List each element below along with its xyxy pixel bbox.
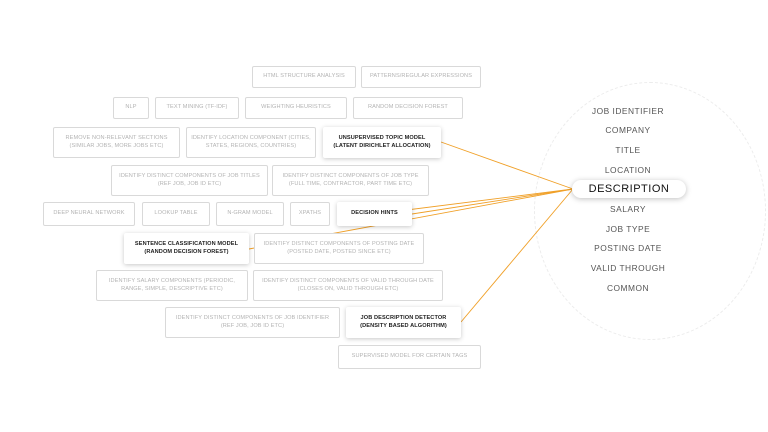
technique-job-type: IDENTIFY DISTINCT COMPONENTS OF JOB TYPE…	[272, 165, 429, 196]
technique-location-component: IDENTIFY LOCATION COMPONENT (CITIES, STA…	[186, 127, 316, 158]
technique-label: IDENTIFY SALARY COMPONENTS (PERIODIC, RA…	[108, 278, 236, 292]
technique-weighting: WEIGHTING HEURISTICS	[245, 97, 347, 119]
field-company[interactable]: COMPANY	[605, 125, 651, 135]
field-title[interactable]: TITLE	[615, 145, 641, 155]
technique-label: NLP	[125, 104, 137, 111]
technique-topic-model: UNSUPERVISED TOPIC MODEL (LATENT DIRICHL…	[323, 127, 441, 158]
technique-label: DECISION HINTS	[351, 210, 398, 217]
field-posting-date[interactable]: POSTING DATE	[594, 243, 662, 253]
technique-label: IDENTIFY DISTINCT COMPONENTS OF JOB TYPE…	[282, 173, 419, 187]
connector-line	[440, 141, 574, 190]
technique-label: IDENTIFY LOCATION COMPONENT (CITIES, STA…	[191, 135, 311, 149]
technique-xpaths: XPATHS	[290, 202, 330, 226]
technique-label: IDENTIFY DISTINCT COMPONENTS OF POSTING …	[263, 241, 415, 255]
technique-label: SENTENCE CLASSIFICATION MODEL (RANDOM DE…	[134, 241, 239, 255]
technique-description-detector: JOB DESCRIPTION DETECTOR (DENSITY BASED …	[346, 307, 461, 338]
connector-line	[411, 188, 574, 215]
technique-html-structure: HTML STRUCTURE ANALYSIS	[252, 66, 356, 88]
technique-label: IDENTIFY DISTINCT COMPONENTS OF JOB TITL…	[119, 173, 260, 187]
technique-job-titles: IDENTIFY DISTINCT COMPONENTS OF JOB TITL…	[111, 165, 268, 196]
field-description[interactable]: DESCRIPTION	[572, 180, 686, 198]
technique-label: HTML STRUCTURE ANALYSIS	[263, 73, 345, 80]
technique-label: N-GRAM MODEL	[227, 210, 273, 217]
technique-valid-through: IDENTIFY DISTINCT COMPONENTS OF VALID TH…	[253, 270, 443, 301]
technique-label: TEXT MINING (TF-IDF)	[166, 104, 228, 111]
technique-ngram: N-GRAM MODEL	[216, 202, 284, 226]
technique-deep-nn: DEEP NEURAL NETWORK	[43, 202, 135, 226]
field-valid-through[interactable]: VALID THROUGH	[590, 263, 666, 273]
technique-job-identifier: IDENTIFY DISTINCT COMPONENTS OF JOB IDEN…	[165, 307, 340, 338]
technique-patterns: PATTERNS/REGULAR EXPRESSIONS	[361, 66, 481, 88]
technique-label: REMOVE NON-RELEVANT SECTIONS (SIMILAR JO…	[65, 135, 168, 149]
technique-label: SUPERVISED MODEL FOR CERTAIN TAGS	[351, 353, 468, 360]
technique-posting-date: IDENTIFY DISTINCT COMPONENTS OF POSTING …	[254, 233, 424, 264]
field-salary[interactable]: SALARY	[610, 204, 646, 214]
fields-ring	[534, 82, 766, 340]
technique-text-mining: TEXT MINING (TF-IDF)	[155, 97, 239, 119]
technique-random-forest: RANDOM DECISION FOREST	[353, 97, 463, 119]
field-location[interactable]: LOCATION	[604, 165, 652, 175]
technique-label: LOOKUP TABLE	[154, 210, 198, 217]
technique-remove-sections: REMOVE NON-RELEVANT SECTIONS (SIMILAR JO…	[53, 127, 180, 158]
technique-sentence-classification: SENTENCE CLASSIFICATION MODEL (RANDOM DE…	[124, 233, 249, 264]
technique-salary-components: IDENTIFY SALARY COMPONENTS (PERIODIC, RA…	[96, 270, 248, 301]
connector-line	[460, 188, 574, 323]
field-job-identifier[interactable]: JOB IDENTIFIER	[591, 106, 665, 116]
technique-decision-hints: DECISION HINTS	[337, 202, 412, 226]
technique-nlp: NLP	[113, 97, 149, 119]
technique-label: IDENTIFY DISTINCT COMPONENTS OF JOB IDEN…	[175, 315, 330, 329]
technique-supervised-model: SUPERVISED MODEL FOR CERTAIN TAGS	[338, 345, 481, 369]
technique-lookup: LOOKUP TABLE	[142, 202, 210, 226]
technique-label: IDENTIFY DISTINCT COMPONENTS OF VALID TH…	[262, 278, 434, 292]
technique-label: JOB DESCRIPTION DETECTOR (DENSITY BASED …	[360, 315, 447, 329]
technique-label: PATTERNS/REGULAR EXPRESSIONS	[369, 73, 473, 80]
technique-label: WEIGHTING HEURISTICS	[261, 104, 331, 111]
technique-label: XPATHS	[298, 210, 322, 217]
technique-label: UNSUPERVISED TOPIC MODEL (LATENT DIRICHL…	[333, 135, 431, 149]
field-common[interactable]: COMMON	[606, 283, 650, 293]
technique-label: RANDOM DECISION FOREST	[368, 104, 448, 111]
technique-label: DEEP NEURAL NETWORK	[53, 210, 125, 217]
field-job-type[interactable]: JOB TYPE	[605, 224, 651, 234]
